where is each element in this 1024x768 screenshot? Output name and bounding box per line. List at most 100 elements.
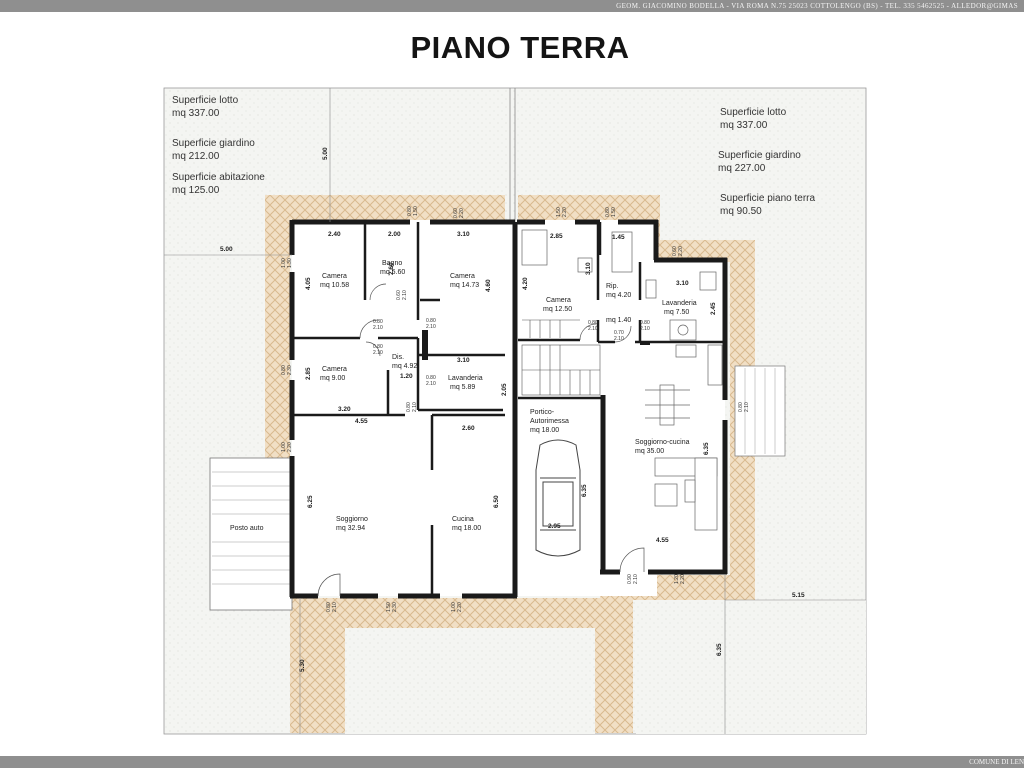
right-giardino-value: mq 227.00 <box>718 163 766 174</box>
svg-text:2.60: 2.60 <box>388 262 395 275</box>
left-abitazione-value: mq 125.00 <box>172 185 220 196</box>
svg-text:0.80: 0.80 <box>738 402 744 412</box>
left-giardino-label: Superficie giardino <box>172 138 255 149</box>
svg-text:4.20: 4.20 <box>522 277 529 290</box>
svg-text:mq 4.92: mq 4.92 <box>392 363 417 370</box>
right-unit-areas: Superficie lotto mq 337.00 <box>720 106 786 132</box>
svg-text:2.10: 2.10 <box>588 326 598 332</box>
left-unit-areas: Superficie lotto mq 337.00 <box>172 94 238 120</box>
svg-text:5.15: 5.15 <box>792 592 805 599</box>
svg-text:0.80: 0.80 <box>406 402 412 412</box>
svg-text:6.25: 6.25 <box>307 495 314 508</box>
svg-text:mq 7.50: mq 7.50 <box>664 309 689 316</box>
svg-text:0.80: 0.80 <box>407 206 413 216</box>
left-giardino-value: mq 212.00 <box>172 151 220 162</box>
walls <box>289 219 518 599</box>
svg-text:1.50: 1.50 <box>413 206 419 216</box>
svg-text:mq 18.00: mq 18.00 <box>452 525 481 532</box>
svg-text:4.60: 4.60 <box>485 279 492 292</box>
svg-text:0.60: 0.60 <box>453 208 459 218</box>
svg-text:2.05: 2.05 <box>501 383 508 396</box>
svg-text:0.80: 0.80 <box>605 207 611 217</box>
svg-text:mq 5.60: mq 5.60 <box>380 269 405 276</box>
svg-text:2.10: 2.10 <box>426 324 436 330</box>
svg-text:0.80: 0.80 <box>588 320 598 326</box>
svg-text:mq 35.00: mq 35.00 <box>635 448 664 455</box>
paving-left <box>265 195 505 460</box>
svg-text:mq 12.50: mq 12.50 <box>543 306 572 313</box>
svg-text:2.10: 2.10 <box>412 402 418 412</box>
svg-text:0.80: 0.80 <box>640 320 650 326</box>
svg-text:2.20: 2.20 <box>562 207 568 217</box>
svg-text:mq 10.58: mq 10.58 <box>320 282 349 289</box>
left-lotto-value: mq 337.00 <box>172 108 220 119</box>
svg-text:4.55: 4.55 <box>656 537 669 544</box>
svg-text:mq 1.40: mq 1.40 <box>606 317 631 324</box>
svg-text:1.30: 1.30 <box>287 258 293 268</box>
page-title: PIANO TERRA <box>410 30 630 65</box>
svg-text:2.10: 2.10 <box>373 325 383 331</box>
svg-text:2.10: 2.10 <box>402 290 408 300</box>
svg-text:1.00: 1.00 <box>281 442 287 452</box>
svg-text:1.20: 1.20 <box>674 574 680 584</box>
room-soggiorno: Soggiorno <box>336 516 368 523</box>
car-icon <box>535 439 581 557</box>
svg-text:2.10: 2.10 <box>426 381 436 387</box>
svg-text:2.20: 2.20 <box>287 442 293 452</box>
svg-text:2.20: 2.20 <box>678 246 684 256</box>
svg-text:1.50: 1.50 <box>556 207 562 217</box>
svg-text:0.90: 0.90 <box>627 574 633 584</box>
left-lotto-label: Superficie lotto <box>172 95 239 106</box>
footer-text: COMUNE DI LEN <box>969 758 1024 766</box>
svg-text:2.30: 2.30 <box>287 365 293 375</box>
svg-text:0.60: 0.60 <box>672 246 678 256</box>
svg-text:1.00: 1.00 <box>451 602 457 612</box>
room-rip: Rip. <box>606 283 619 290</box>
svg-text:2.10: 2.10 <box>332 602 338 612</box>
svg-text:2.60: 2.60 <box>462 425 475 432</box>
room-lavanderia-left: Lavanderia <box>448 375 483 382</box>
svg-text:2.20: 2.20 <box>680 574 686 584</box>
svg-text:3.10: 3.10 <box>457 231 470 238</box>
svg-text:5.00: 5.00 <box>220 246 233 253</box>
svg-text:mq 32.94: mq 32.94 <box>336 525 365 532</box>
svg-text:4.05: 4.05 <box>305 277 312 290</box>
svg-text:3.10: 3.10 <box>676 280 689 287</box>
svg-text:0.80: 0.80 <box>373 319 383 325</box>
svg-text:2.10: 2.10 <box>633 574 639 584</box>
svg-text:mq 14.73: mq 14.73 <box>450 282 479 289</box>
svg-text:6.35: 6.35 <box>716 643 723 656</box>
right-lotto-value: mq 337.00 <box>720 120 768 131</box>
svg-text:0.80: 0.80 <box>281 365 287 375</box>
svg-text:2.10: 2.10 <box>373 350 383 356</box>
posto-auto-label: Posto auto <box>230 525 264 532</box>
svg-text:4.55: 4.55 <box>355 418 368 425</box>
svg-text:1.45: 1.45 <box>612 234 625 241</box>
svg-text:3.10: 3.10 <box>457 357 470 364</box>
svg-text:1.50: 1.50 <box>386 602 392 612</box>
svg-text:1.00: 1.00 <box>281 258 287 268</box>
terrace-right <box>734 365 786 457</box>
room-dis: Dis. <box>392 354 404 361</box>
room-camera-2: Camera <box>450 273 475 280</box>
svg-text:0.80: 0.80 <box>426 375 436 381</box>
svg-text:2.45: 2.45 <box>710 302 717 315</box>
dim-label: 2.40 <box>328 231 341 238</box>
svg-text:0.80: 0.80 <box>373 344 383 350</box>
posto-auto-area <box>209 457 293 611</box>
svg-text:1.50: 1.50 <box>611 207 617 217</box>
svg-text:mq 5.89: mq 5.89 <box>450 384 475 391</box>
svg-text:2.10: 2.10 <box>744 402 750 412</box>
svg-text:2.95: 2.95 <box>548 523 561 530</box>
furniture <box>521 229 723 531</box>
svg-text:mq 4.20: mq 4.20 <box>606 292 631 299</box>
studio-info: GEOM. GIACOMINO BODELLA - VIA ROMA N.75 … <box>616 2 1018 10</box>
svg-text:0.60: 0.60 <box>396 290 402 300</box>
svg-text:0.70: 0.70 <box>614 330 624 336</box>
right-piano-value: mq 90.50 <box>720 206 762 217</box>
svg-text:2.00: 2.00 <box>388 231 401 238</box>
svg-text:Autorimessa: Autorimessa <box>530 418 569 425</box>
svg-text:6.35: 6.35 <box>703 442 710 455</box>
room-cucina: Cucina <box>452 516 474 523</box>
